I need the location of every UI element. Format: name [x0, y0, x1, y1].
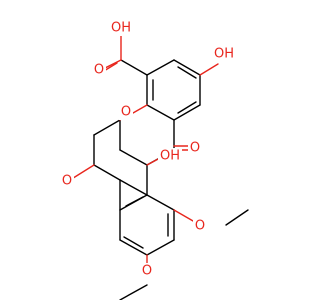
ketone-o-label: O: [190, 141, 200, 156]
atom-labels: OH O OH O O O OH O O: [60, 20, 236, 279]
bond-skeleton: [93, 59, 249, 300]
methoxy-o-upper-label: O: [195, 219, 205, 234]
tertiary-oh-label: OH: [160, 149, 180, 164]
chemical-structure: OH O OH O O O OH O O: [60, 20, 249, 300]
ring-o-top-label: O: [121, 105, 131, 120]
carboxyl-oh-label: OH: [111, 21, 131, 36]
phenol-oh-label: OH: [214, 47, 234, 62]
ring-o-left-label: O: [62, 174, 72, 189]
carboxyl-o-label: O: [94, 63, 104, 78]
methoxy-o-lower-label: O: [142, 264, 152, 279]
